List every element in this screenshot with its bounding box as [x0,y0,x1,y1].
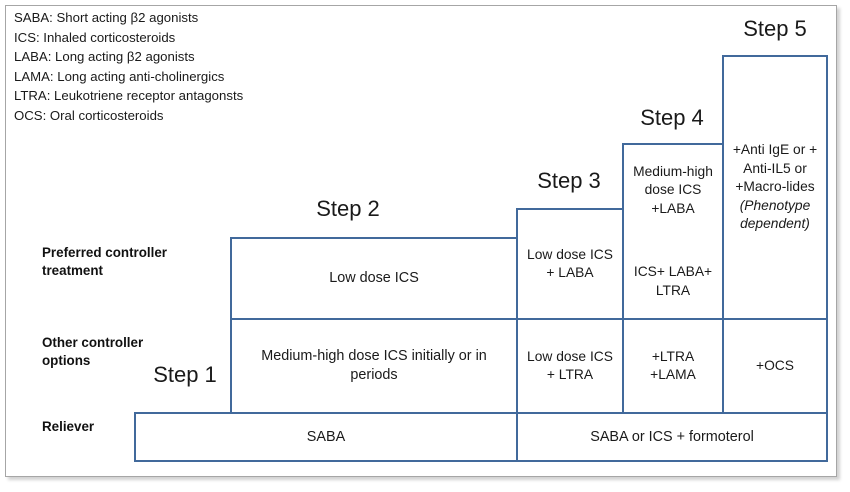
cell-other-step3: Low dose ICS + LTRA [516,318,624,414]
legend-line-saba: SABA: Short acting β2 agonists [14,10,199,25]
cell-other-step3-text: Low dose ICS + LTRA [527,348,613,383]
legend-line-ocs: OCS: Oral corticosteroids [14,107,164,123]
row-label-reliever: Reliever [42,419,95,434]
cell-preferred-step2-text: Low dose ICS [329,270,419,286]
cell-preferred-step5-wrap: +Anti IgE or + Anti-IL5 or +Macro-lides … [728,141,822,234]
row-label-preferred-controller-treatment: Preferred controller treatment [42,245,168,278]
legend-line-ics: ICS: Inhaled corticosteroids [14,29,176,45]
cell-other-step4-text: +LTRA +LAMA [650,348,696,383]
cell-preferred-step5-text: +Anti IgE or + Anti-IL5 or +Macro-lides [732,142,818,195]
cell-preferred-step4-secondary-text: ICS+ LABA+ LTRA [633,264,713,298]
cell-other-step5: +OCS [722,318,828,414]
row-label-other-controller-options: Other controller options [42,335,144,368]
cell-reliever-right-text: SABA or ICS + formoterol [590,428,754,445]
cell-preferred-step2: Low dose ICS [230,237,518,320]
cell-preferred-step3-text: Low dose ICS + LABA [527,246,613,281]
cell-reliever-left-text: SABA [306,428,346,445]
cell-preferred-step4: Medium-high dose ICS +LABA ICS+ LABA+ LT… [622,143,724,320]
step-label-1: Step 1 [153,362,217,387]
cell-other-step4: +LTRA +LAMA [622,318,724,414]
cell-other-step2-text: Medium-high dose ICS initially or in per… [261,348,487,383]
cell-other-step5-text: +OCS [756,357,794,373]
step-label-4: Step 4 [640,105,704,130]
step-label-3: Step 3 [537,168,601,193]
cell-other-step2: Medium-high dose ICS initially or in per… [230,318,518,414]
cell-preferred-step4-primary-text: Medium-high dose ICS +LABA [633,163,713,216]
cell-reliever-steps1-2: SABA [134,412,518,462]
abbreviations-legend: SABA: Short acting β2 agonists ICS: Inha… [14,8,434,125]
cell-reliever-steps3-5: SABA or ICS + formoterol [516,412,828,462]
step-label-2: Step 2 [316,196,380,221]
legend-line-lama: LAMA: Long acting anti-cholinergics [14,68,225,84]
cell-preferred-step5-phenotype-note: (Phenotype dependent) [739,197,811,232]
legend-line-ltra: LTRA: Leukotriene receptor antagonsts [14,88,244,103]
cell-preferred-step3: Low dose ICS + LABA [516,208,624,320]
cell-preferred-step5: +Anti IgE or + Anti-IL5 or +Macro-lides … [722,55,828,320]
step-label-5: Step 5 [743,16,807,41]
legend-line-laba: LABA: Long acting β2 agonists [14,49,195,64]
